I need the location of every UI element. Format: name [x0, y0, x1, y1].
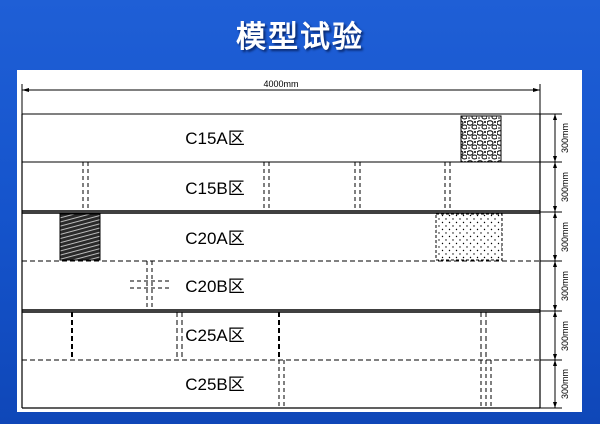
zone-label: C25B区 [185, 375, 245, 394]
joints-c15b [82, 162, 451, 211]
height-label: 300mm [560, 271, 570, 301]
height-label: 300mm [560, 321, 570, 351]
dotted-patch [435, 213, 503, 261]
hatched-patch [59, 213, 101, 261]
zone-label: C25A区 [185, 326, 245, 345]
aggregate-patch [460, 115, 502, 163]
joints-c25a [71, 312, 487, 360]
model-test-diagram: 4000mm [21, 79, 570, 409]
zone-labels: C15A区 C15B区 C20A区 C20B区 C25A区 C25B区 [185, 129, 245, 394]
joint-cross-c20b [130, 261, 169, 310]
joints-c25b [278, 360, 492, 408]
width-dimension-label: 4000mm [263, 79, 298, 89]
zone-label: C15A区 [185, 129, 245, 148]
drawing-panel: 4000mm [17, 70, 582, 412]
height-dimensions: 300mm 300mm 300mm 300mm 300mm 300mm [540, 113, 570, 409]
zone-label: C20B区 [185, 277, 245, 296]
height-label: 300mm [560, 369, 570, 399]
slide-title: 模型试验 [236, 20, 364, 55]
height-label: 300mm [560, 172, 570, 202]
width-dimension: 4000mm [21, 79, 541, 114]
height-label: 300mm [560, 123, 570, 153]
zone-label: C20A区 [185, 229, 245, 248]
height-label: 300mm [560, 222, 570, 252]
zone-label: C15B区 [185, 179, 245, 198]
zone-rows [21, 113, 541, 409]
